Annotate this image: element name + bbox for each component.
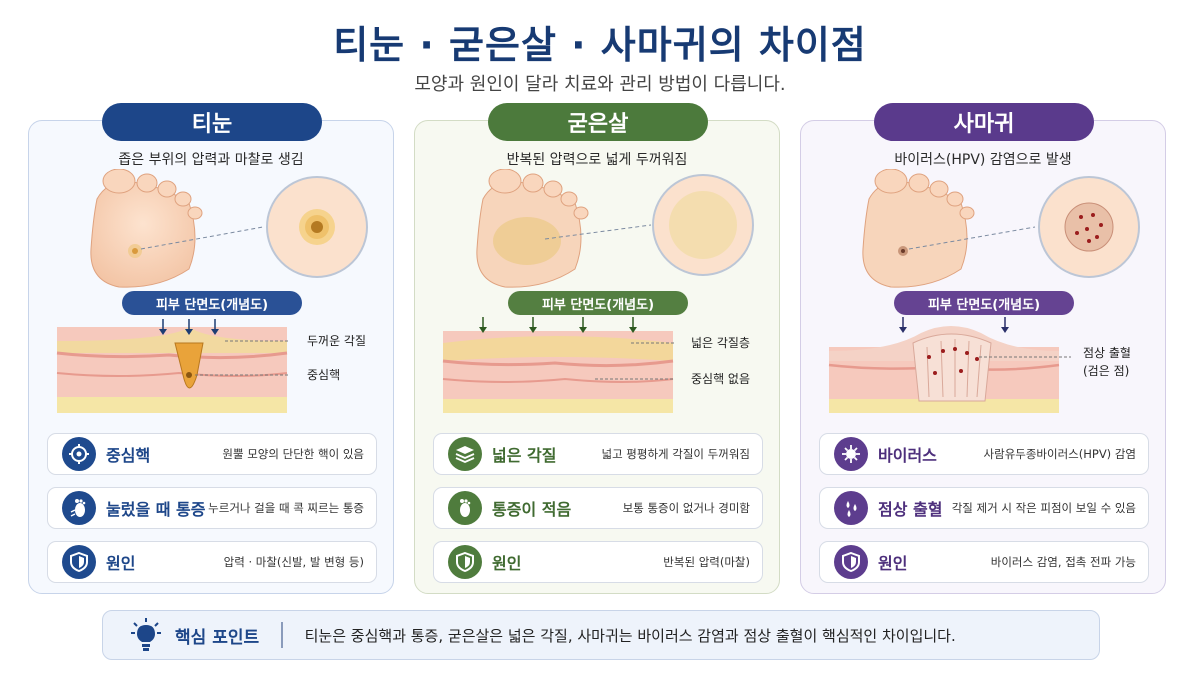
panel-title-wart: 사마귀	[874, 103, 1094, 141]
skin-cross-section-callus: 넓은 각질층 중심핵 없음	[442, 317, 750, 413]
card-desc: 보통 통증이 없거나 경미함	[622, 501, 750, 515]
card-desc: 압력 · 마찰(신발, 발 변형 등)	[223, 555, 364, 569]
panel-wart: 사마귀 바이러스(HPV) 감염으로 발생 피부 단면도(개념도) 점상 출혈 …	[800, 103, 1166, 594]
lightbulb-icon	[131, 618, 161, 651]
page-subtitle: 모양과 원인이 달라 치료와 관리 방법이 다릅니다.	[414, 74, 786, 95]
shield-icon	[834, 545, 868, 579]
card-desc: 바이러스 감염, 접촉 전파 가능	[990, 555, 1136, 569]
skin-cross-section-corn: 두꺼운 각질 중심핵	[56, 319, 366, 413]
foot-illustration-callus	[476, 169, 754, 288]
card-desc: 사람유두종바이러스(HPV) 감염	[983, 447, 1136, 461]
card-title: 바이러스	[878, 446, 937, 465]
card-title: 점상 출혈	[878, 500, 943, 519]
section-label: 피부 단면도(개념도)	[122, 291, 302, 315]
foot-illustration-corn	[90, 169, 368, 288]
card-desc: 반복된 압력(마찰)	[663, 555, 750, 569]
panel-title-corn: 티눈	[102, 103, 322, 141]
skin-cross-section-wart: 점상 출혈 (검은 점)	[828, 317, 1131, 413]
panel-description: 반복된 압력으로 넓게 두꺼워짐	[506, 152, 688, 168]
page-title: 티눈 · 굳은살 · 사마귀의 차이점	[333, 23, 867, 67]
card-cause: 원인 바이러스 감염, 접촉 전파 가능	[819, 541, 1149, 583]
layers-icon	[448, 437, 482, 471]
key-point-title: 핵심 포인트	[175, 627, 260, 648]
card-title: 넓은 각질	[492, 446, 557, 465]
annotation-petechiae: 점상 출혈	[1083, 346, 1131, 360]
card-petechiae: 점상 출혈 각질 제거 시 작은 피점이 보일 수 있음	[819, 487, 1149, 529]
divider	[281, 622, 283, 648]
shield-icon	[448, 545, 482, 579]
blood-drops-icon	[834, 491, 868, 525]
key-point-box: 핵심 포인트 티눈은 중심핵과 통증, 굳은살은 넓은 각질, 사마귀는 바이러…	[102, 610, 1100, 660]
card-desc: 각질 제거 시 작은 피점이 보일 수 있음	[951, 501, 1136, 515]
shield-icon	[62, 545, 96, 579]
panel-description: 바이러스(HPV) 감염으로 발생	[894, 152, 1072, 168]
card-desc: 누르거나 걸을 때 콕 찌르는 통증	[208, 501, 364, 515]
target-icon	[62, 437, 96, 471]
section-label: 피부 단면도(개념도)	[508, 291, 688, 315]
key-point-text: 티눈은 중심핵과 통증, 굳은살은 넓은 각질, 사마귀는 바이러스 감염과 점…	[304, 626, 956, 645]
foot-icon	[448, 491, 482, 525]
panel-title-callus: 굳은살	[488, 103, 708, 141]
annotation-thick-keratin: 두꺼운 각질	[307, 334, 366, 348]
card-desc: 넓고 평평하게 각질이 두꺼워짐	[601, 447, 750, 461]
annotation-black-dots: (검은 점)	[1083, 364, 1129, 378]
panel-description: 좁은 부위의 압력과 마찰로 생김	[118, 152, 304, 168]
card-wide-keratin: 넓은 각질 넓고 평평하게 각질이 두꺼워짐	[433, 433, 763, 475]
card-title: 원인	[878, 554, 908, 573]
annotation-core: 중심핵	[307, 368, 340, 382]
card-title: 중심핵	[106, 446, 151, 465]
card-title: 눌렀을 때 통증	[106, 500, 206, 519]
card-title: 통증이 적음	[492, 500, 572, 519]
card-title: 원인	[492, 554, 522, 573]
card-virus: 바이러스 사람유두종바이러스(HPV) 감염	[819, 433, 1149, 475]
card-title: 원인	[106, 554, 136, 573]
annotation-no-core: 중심핵 없음	[691, 372, 750, 386]
panel-corn: 티눈 좁은 부위의 압력과 마찰로 생김 피부 단면도(개념도) 두꺼운 각질 …	[28, 103, 394, 594]
section-label: 피부 단면도(개념도)	[894, 291, 1074, 315]
card-less-pain: 통증이 적음 보통 통증이 없거나 경미함	[433, 487, 763, 529]
foot-pain-icon	[62, 491, 96, 525]
card-cause: 원인 반복된 압력(마찰)	[433, 541, 763, 583]
annotation-wide-keratin: 넓은 각질층	[691, 336, 750, 350]
card-desc: 원뿔 모양의 단단한 핵이 있음	[222, 447, 364, 461]
panel-callus: 굳은살 반복된 압력으로 넓게 두꺼워짐 피부 단면도(개념도) 넓은 각질층 …	[414, 103, 780, 594]
card-cause: 원인 압력 · 마찰(신발, 발 변형 등)	[47, 541, 377, 583]
virus-icon	[834, 437, 868, 471]
card-core: 중심핵 원뿔 모양의 단단한 핵이 있음	[47, 433, 377, 475]
foot-illustration-wart	[862, 169, 1140, 288]
card-pain: 눌렀을 때 통증 누르거나 걸을 때 콕 찌르는 통증	[47, 487, 377, 529]
